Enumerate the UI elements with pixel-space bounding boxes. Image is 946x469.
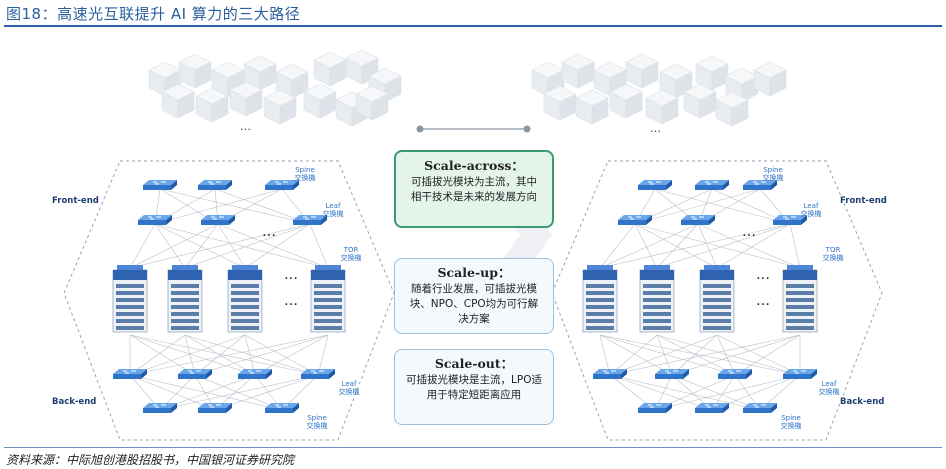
left-spine-top-switches bbox=[142, 179, 300, 191]
scale-up-box: Scale-up： 随着行业发展，可插拔光模块、NPO、CPO均为可行解决方案 bbox=[394, 258, 554, 334]
link-end-right bbox=[523, 125, 531, 133]
right-spine-top-switches bbox=[637, 179, 778, 191]
scale-across-box: Scale-across： 可插拔光模块为主流，其中相干技术是未来的发展方向 bbox=[394, 150, 554, 228]
right-hexagon bbox=[551, 160, 883, 441]
ellipsis-left-rack-2: … bbox=[284, 293, 298, 309]
ellipsis-right-leaf: … bbox=[742, 224, 756, 240]
ellipsis-right-rack-1: … bbox=[756, 267, 770, 283]
scale-across-title: Scale-across： bbox=[424, 158, 524, 173]
ellipsis-left-rack-1: … bbox=[284, 267, 298, 283]
bottom-rule bbox=[4, 447, 942, 448]
scale-out-text: 可插拔光模块是主流，LPO适用于特定短距离应用 bbox=[406, 374, 542, 401]
scale-up-title: Scale-up： bbox=[437, 265, 511, 280]
right-racks bbox=[582, 264, 818, 333]
ellipsis-top-right: … bbox=[650, 122, 661, 135]
scale-across-text: 可插拔光模块为主流，其中相干技术是未来的发展方向 bbox=[411, 176, 537, 203]
right-front-end-label: Front-end bbox=[840, 196, 887, 206]
left-leaf-top-switches bbox=[137, 214, 328, 226]
ellipsis-left-leaf: … bbox=[262, 224, 276, 240]
scale-out-box: Scale-out： 可插拔光模块是主流，LPO适用于特定短距离应用 bbox=[394, 349, 554, 425]
server-cluster-left bbox=[148, 49, 402, 127]
ellipsis-top-left: … bbox=[240, 120, 251, 133]
left-spine-bottom-switches bbox=[142, 402, 300, 414]
right-back-end-label: Back-end bbox=[840, 397, 885, 407]
left-racks bbox=[112, 264, 346, 333]
figure-title: 图18：高速光互联提升 AI 算力的三大路径 bbox=[6, 5, 301, 23]
ellipsis-right-rack-2: … bbox=[756, 293, 770, 309]
left-back-end-label: Back-end bbox=[52, 397, 97, 407]
server-cluster-right bbox=[531, 53, 787, 127]
right-spine-bottom-switches bbox=[637, 402, 778, 414]
scale-up-text: 随着行业发展，可插拔光模块、NPO、CPO均为可行解决方案 bbox=[409, 283, 539, 325]
source-note: 资料来源：中际旭创港股招股书，中国银河证券研究院 bbox=[6, 453, 295, 467]
left-front-end-label: Front-end bbox=[52, 196, 99, 206]
right-leaf-top-switches bbox=[617, 214, 808, 226]
left-leaf-bottom-switches bbox=[112, 368, 336, 380]
left-hexagon bbox=[63, 160, 395, 441]
top-rule bbox=[4, 25, 942, 27]
link-end-left bbox=[416, 125, 424, 133]
scale-out-title: Scale-out： bbox=[434, 356, 514, 371]
